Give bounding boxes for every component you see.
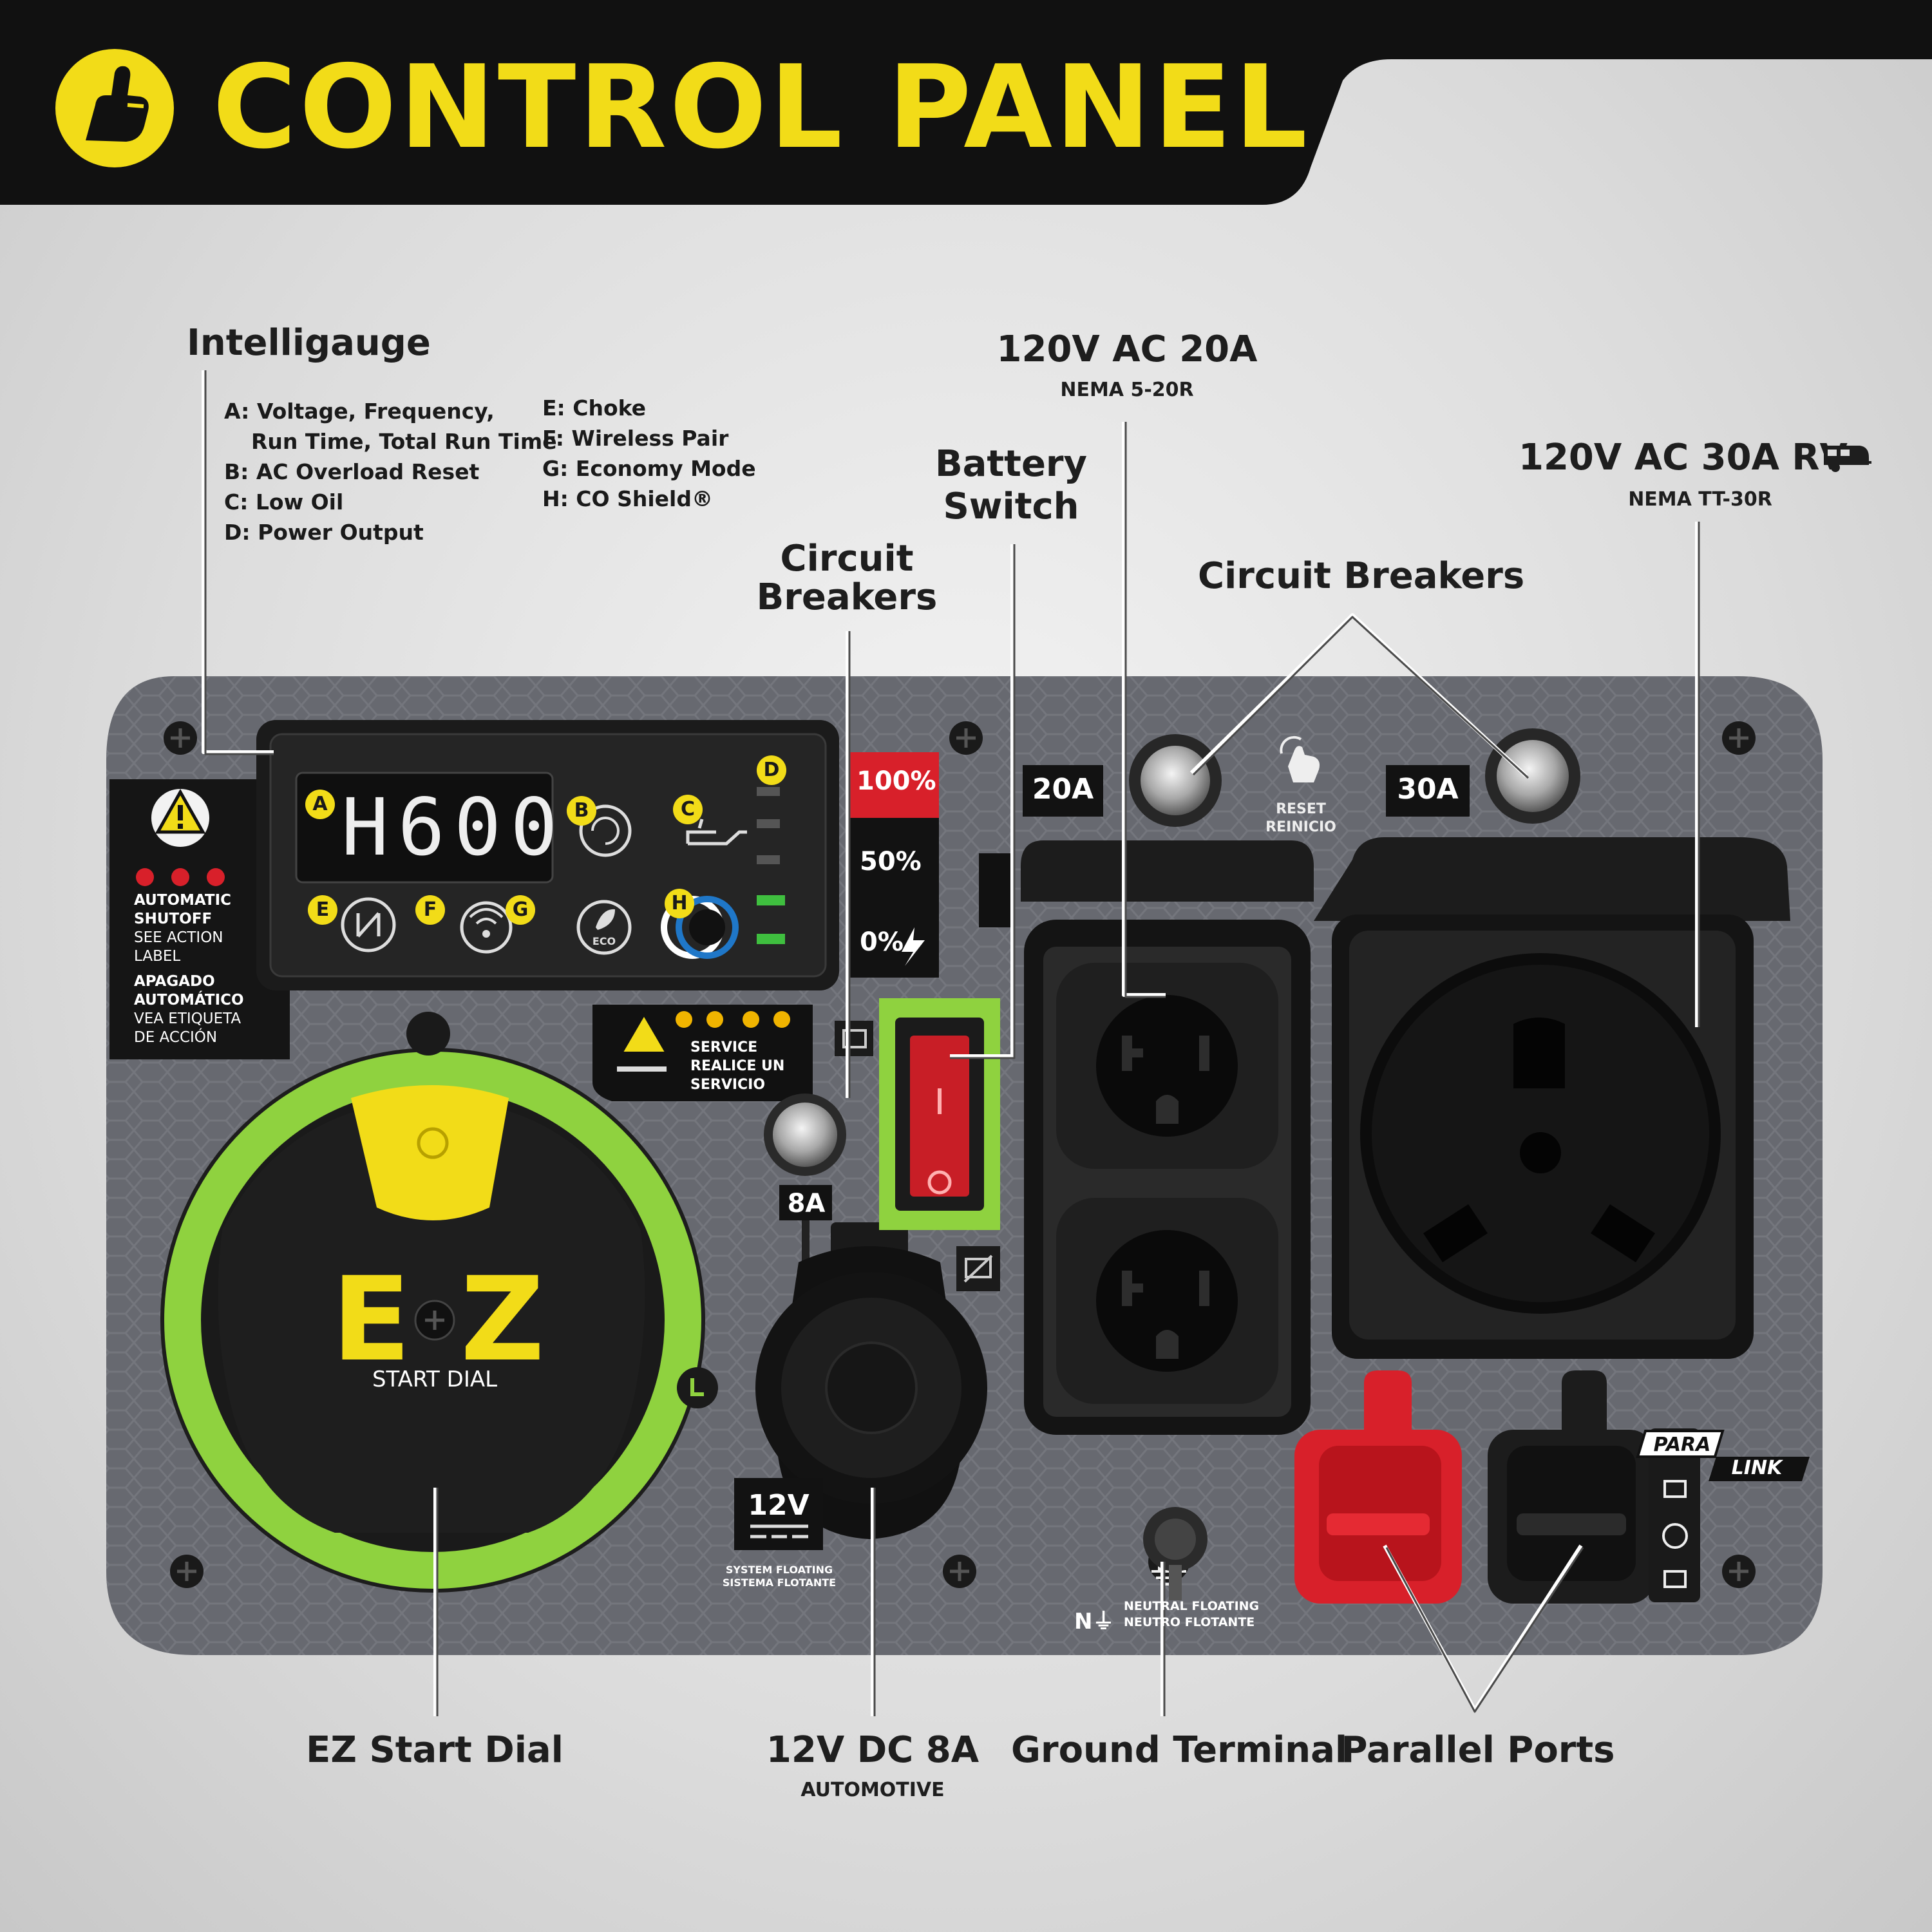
breaker-20a-label: 20A: [1032, 773, 1094, 806]
page-title: CONTROL PANEL: [213, 41, 1310, 174]
ac20-title: 120V AC 20A: [996, 328, 1258, 370]
power-0: 0%: [860, 927, 904, 957]
circuit-breakers-right-label: Circuit Breakers: [1198, 555, 1525, 597]
power-50: 50%: [860, 847, 922, 876]
intelligauge-title: Intelligauge: [187, 322, 431, 364]
overload-reset-icon: [579, 804, 632, 857]
breaker-8a-label: 8A: [787, 1189, 826, 1218]
ez-start-dial-label: EZ Start Dial: [306, 1729, 564, 1771]
badge-b: B: [567, 796, 596, 826]
power-bolt-icon: [902, 927, 925, 966]
intelligauge-legend-right: E: Choke F: Wireless Pair G: Economy Mod…: [542, 395, 756, 511]
battery-icon: [835, 1021, 873, 1056]
brand-hand-icon: [55, 49, 174, 167]
breaker-8a-button: [764, 1094, 846, 1176]
badge-g: G: [506, 895, 535, 925]
header-bar: [0, 0, 1932, 205]
parallel-ports-label: Parallel Ports: [1341, 1729, 1615, 1771]
choke-icon: [341, 897, 396, 952]
ez-logo-e: E: [332, 1253, 411, 1387]
chain-link-icon: [1662, 1523, 1688, 1549]
link-label: LINK: [1731, 1457, 1783, 1479]
intelligauge-legend-left: A: Voltage, Frequency, Run Time, Total R…: [224, 399, 557, 545]
neutral-ground-icon: N⏚: [1074, 1609, 1115, 1634]
badge-d: D: [757, 755, 786, 785]
service-warning-icon: [619, 1012, 669, 1054]
badge-c: C: [673, 795, 703, 824]
badge-a: A: [305, 790, 335, 819]
parallel-gen-icon: [1663, 1480, 1687, 1498]
co-warning-icon: [151, 788, 209, 847]
ac30-title: 120V AC 30A RV: [1519, 437, 1848, 478]
badge-f: F: [415, 895, 445, 925]
dc12-title: 12V DC 8A: [766, 1729, 980, 1771]
ac20-sub: NEMA 5-20R: [1060, 379, 1194, 401]
low-oil-icon: [686, 819, 747, 846]
co-shield-icon: [661, 896, 739, 959]
eco-mode-icon: [576, 900, 632, 955]
breaker-30a-button: [1485, 728, 1580, 824]
power-100: 100%: [857, 766, 936, 796]
ground-terminal-label: Ground Terminal: [1011, 1729, 1348, 1771]
breaker-30a-label: 30A: [1397, 773, 1459, 806]
reset-hand-icon: [1280, 735, 1320, 782]
v12-label: 12V: [748, 1489, 810, 1522]
ez-start-dial-sub: START DIAL: [372, 1367, 498, 1392]
ac30-sub: NEMA TT-30R: [1628, 488, 1772, 511]
battery-switch: [910, 1036, 969, 1197]
breaker-20a-button: [1129, 734, 1222, 827]
display-readout: H600: [341, 782, 567, 873]
eco-label: ECO: [592, 935, 616, 947]
para-label: PARA: [1653, 1434, 1711, 1456]
ez-logo-z: Z: [460, 1253, 545, 1387]
badge-h: H: [665, 889, 694, 918]
dc12-sub: AUTOMOTIVE: [800, 1779, 945, 1801]
rv-icon: [1824, 446, 1871, 472]
badge-e: E: [308, 895, 337, 925]
wireless-pair-icon: [460, 901, 513, 954]
